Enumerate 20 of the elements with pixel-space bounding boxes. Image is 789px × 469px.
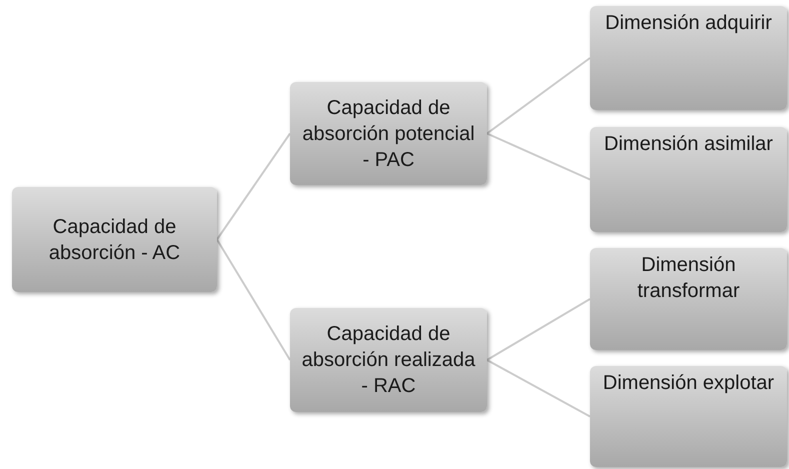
box-label: Capacidad de absorción potencial - PAC [301,96,476,172]
connector-line [486,359,590,418]
connector-line [216,238,291,361]
box-label: Dimensión adquirir [605,11,772,36]
box-label: Dimensión explotar [602,371,774,396]
box-label: Capacidad de absorción - AC [48,214,182,266]
rounded-box [590,6,787,110]
rounded-box [590,366,787,467]
connector-line [486,57,591,134]
rounded-box [590,127,787,232]
rounded-box [290,308,487,412]
rounded-box [290,82,487,185]
rounded-box [590,248,787,350]
box-label: Dimensión transformar [636,253,741,304]
connector-line [486,132,590,180]
rounded-box [12,187,217,292]
box-label: Capacidad de absorción realizada - RAC [300,322,476,399]
box-label: Dimensión asimilar [604,132,773,157]
connector-line [216,132,291,240]
connector-line [486,298,591,361]
